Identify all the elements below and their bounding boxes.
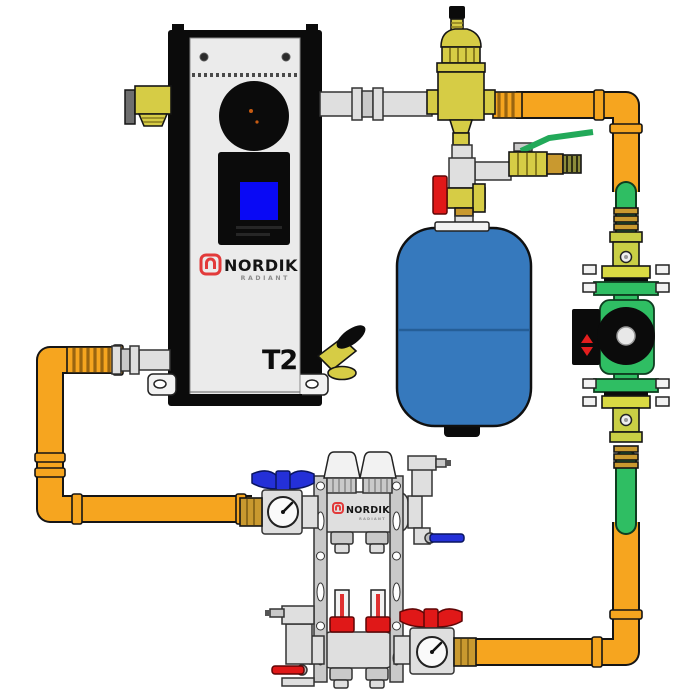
brass-coupling-lower: [613, 445, 639, 469]
boiler-drain-valve: [316, 325, 366, 381]
manifold-brand-subtext: RADIANT: [359, 517, 386, 521]
system-supply-pipe: [492, 89, 643, 192]
return-brass-adapter: [453, 637, 477, 667]
boiler-brand-text: NORDIK: [224, 256, 298, 275]
separator-tee: [448, 144, 512, 189]
wall-bracket-left: [147, 373, 177, 396]
pipe-collar: [34, 452, 66, 463]
return-thermometer: [416, 636, 448, 668]
circulator-pump: [572, 299, 655, 375]
drain-valve-handwheel: [336, 325, 366, 349]
union-fitting: [351, 87, 363, 121]
flow-meter-1: [329, 589, 355, 633]
flow-meter-2: [365, 589, 391, 633]
zone-outlet: [330, 531, 354, 554]
fill-drain-ball-valve: [508, 129, 594, 177]
flex-connector-left: [66, 346, 115, 374]
pipe-collar: [593, 89, 605, 121]
boiler-inlet-elbow: [124, 85, 172, 127]
pipe-collar: [609, 609, 643, 620]
vent-lever-blue: [429, 533, 465, 543]
boiler-mount-tab: [172, 24, 184, 32]
boiler-unit: NORDIK RADIANT T2: [124, 24, 366, 406]
pump-column: [572, 181, 670, 535]
boiler-display-screen: [240, 182, 278, 220]
boiler-base-bar: [188, 394, 302, 406]
pipe-collar: [591, 636, 603, 668]
boiler-return-inlet-pipe: [111, 345, 171, 375]
elbow-flange: [124, 89, 136, 125]
blue-butterfly-handle: [251, 470, 315, 491]
manifold-return-bar: [321, 631, 395, 669]
supply-ball-valve: [239, 470, 319, 535]
pump-flange-upper: [582, 264, 670, 302]
union-fitting: [361, 90, 374, 118]
hose-thread-end: [562, 154, 582, 174]
boiler-supply-outlet-pipe: [319, 87, 433, 121]
pump-motor-hub: [616, 326, 636, 346]
red-valve-handle: [432, 175, 448, 215]
supply-brass-adapter: [239, 497, 263, 527]
tank-isolation-valve: [432, 175, 486, 226]
pipe-collar: [34, 467, 66, 478]
boiler-model-badge: T2: [262, 345, 297, 376]
boiler-mount-tab: [306, 24, 318, 32]
boiler-brand-logo: NORDIK RADIANT: [199, 253, 298, 282]
pipe-collar: [609, 123, 643, 134]
union-fitting: [129, 345, 140, 375]
union-fitting: [111, 345, 122, 375]
drain-valve-flange: [327, 365, 357, 381]
boiler-control-panel: [218, 152, 290, 245]
panel-screw: [281, 52, 291, 62]
manifold-bracket-right: [389, 475, 404, 683]
supply-thermometer: [267, 496, 299, 528]
system-return-pipe: [476, 522, 643, 668]
pump-speed-indicator: [581, 347, 593, 356]
zone-outlet: [329, 667, 353, 689]
manifold-brand-text: NORDIK: [346, 505, 390, 516]
pipe-collar: [71, 493, 83, 525]
return-ball-valve: [393, 608, 477, 675]
panel-screw: [199, 52, 209, 62]
expansion-tank: [395, 221, 533, 437]
pump-flange-lower: [582, 373, 670, 409]
vent-lever-red: [271, 665, 305, 675]
pump-speed-indicator: [581, 334, 593, 343]
isolation-valve-lower: [609, 407, 643, 443]
zone-outlet: [365, 531, 389, 554]
boiler-brand-subtext: RADIANT: [241, 275, 290, 282]
brass-coupling-upper: [613, 207, 639, 231]
manifold-assembly: NORDIK RADIANT: [239, 451, 477, 689]
manifold-air-vent-top: [407, 455, 465, 545]
zone-actuator-1: [323, 451, 361, 494]
tank-flange: [434, 221, 490, 232]
manifold-air-vent-bottom: [265, 605, 325, 687]
wall-bracket-right: [295, 373, 329, 396]
zone-actuator-2: [359, 451, 397, 494]
zone-outlet: [365, 667, 389, 689]
air-vent-cap: [449, 6, 465, 19]
nordik-logo-icon: [332, 502, 344, 514]
flex-connector-separator: [492, 91, 523, 119]
green-valve-handle: [519, 129, 594, 154]
isolation-valve-upper: [609, 231, 643, 268]
manifold-brand-logo: NORDIK RADIANT: [332, 502, 390, 521]
boiler-vent-fan: [219, 81, 289, 151]
nordik-logo-icon: [199, 253, 222, 276]
red-butterfly-handle: [399, 608, 463, 629]
union-fitting: [120, 348, 131, 372]
union-fitting: [372, 87, 384, 121]
air-separator: [426, 6, 496, 146]
